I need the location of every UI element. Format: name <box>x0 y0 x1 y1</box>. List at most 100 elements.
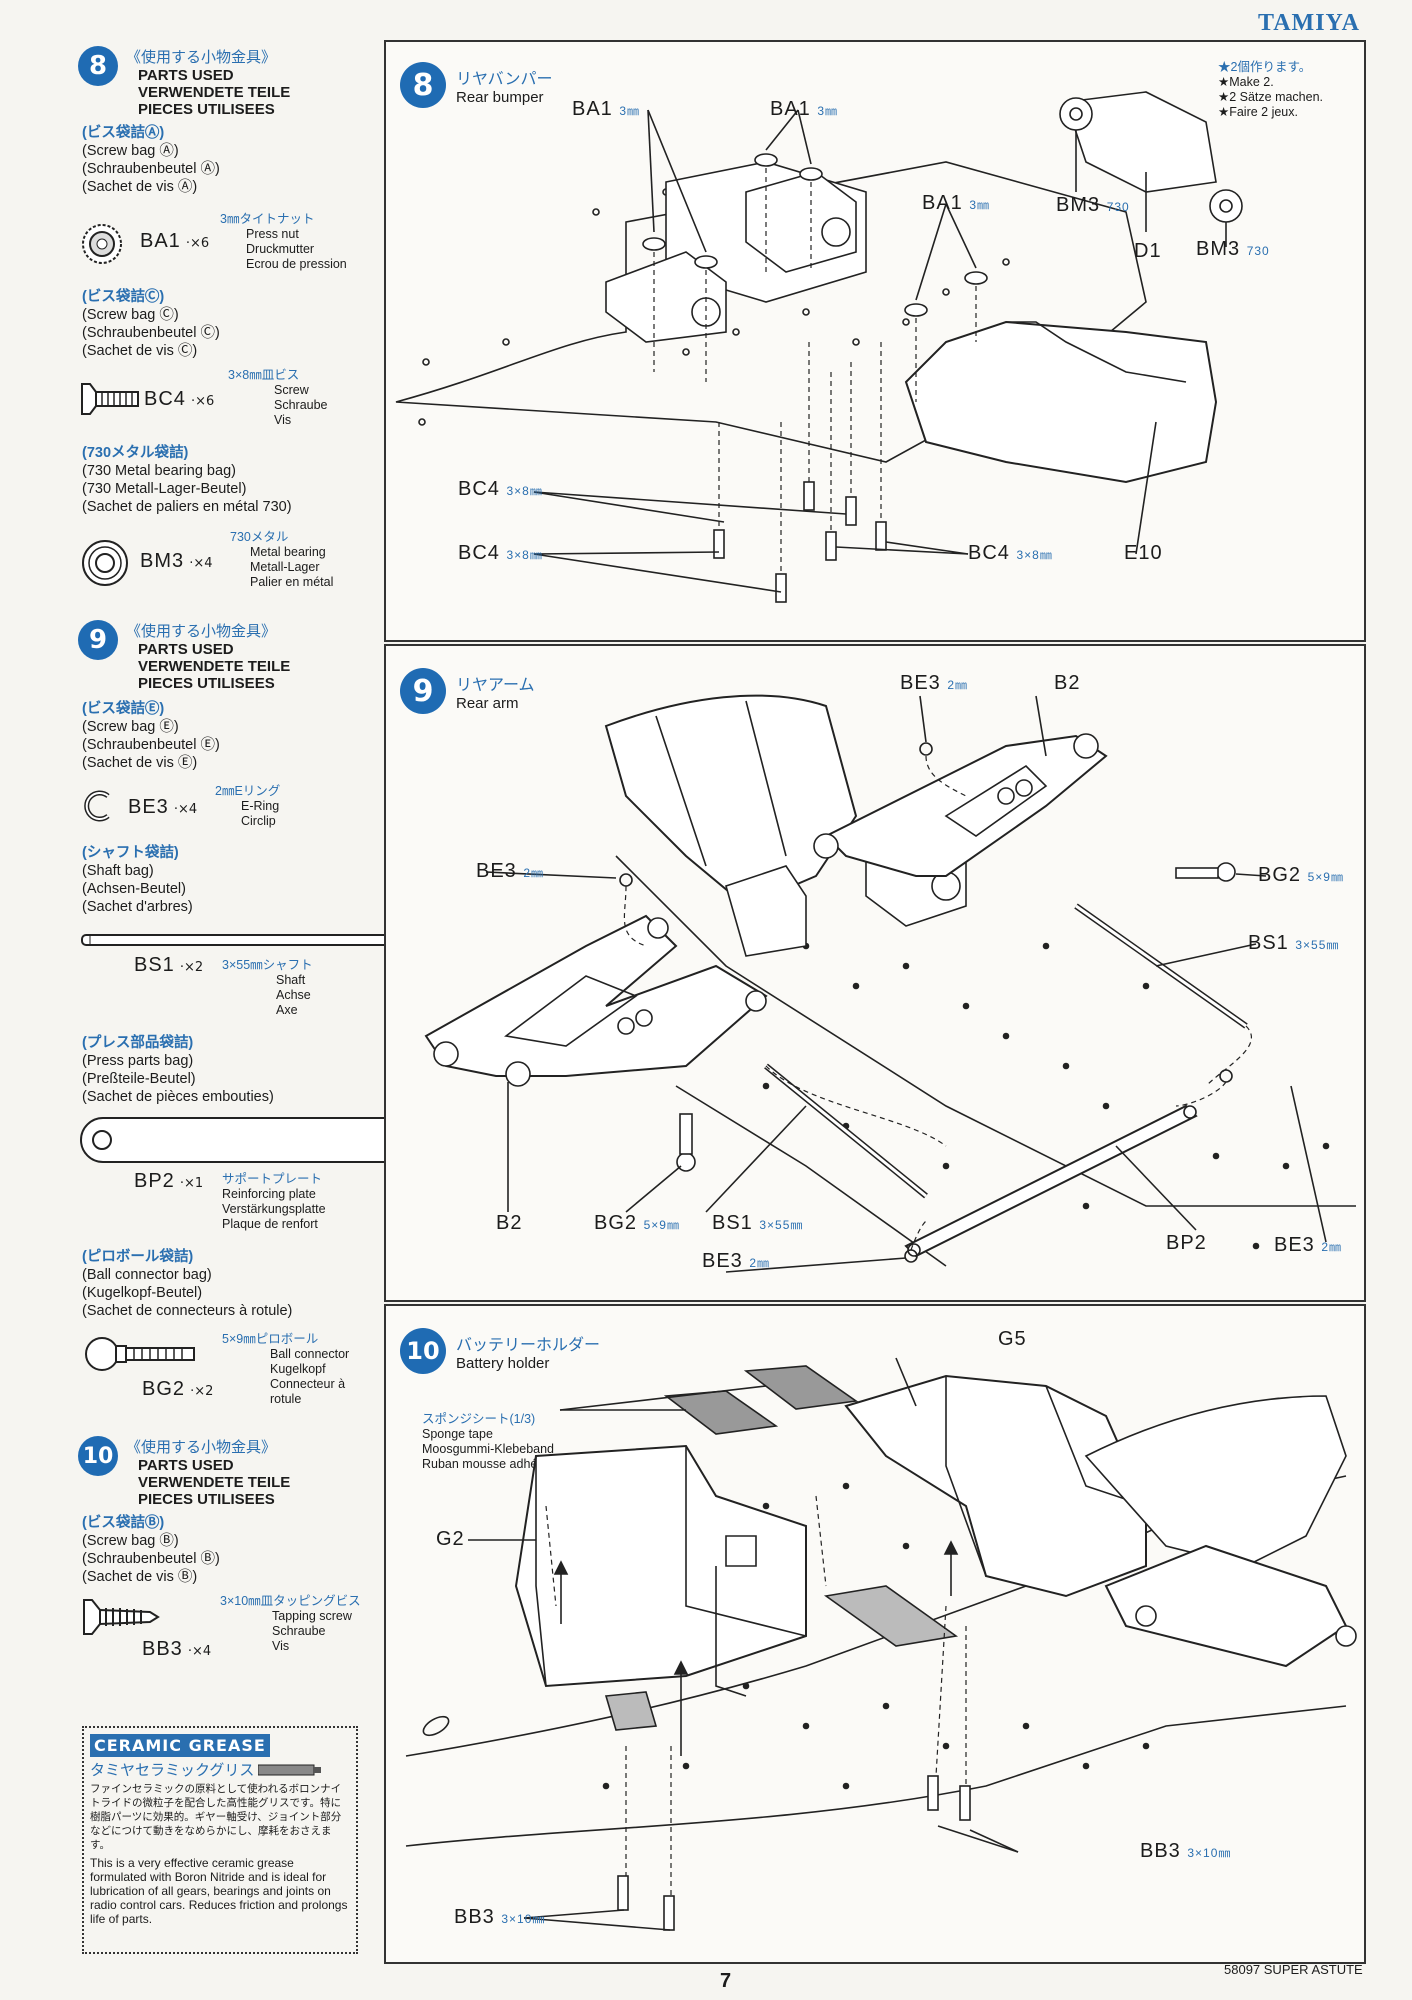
label-be3-d: BE3 2㎜ <box>1274 1234 1342 1257</box>
part-qty: ·×1 <box>179 1176 204 1191</box>
label-size: 2㎜ <box>523 866 545 880</box>
bag-de: (Kugelkopf-Beutel) <box>82 1285 203 1301</box>
bag-title: (プレス部品袋詰) <box>82 1035 194 1051</box>
label-size: 2㎜ <box>749 1256 771 1270</box>
desc-en: Metal bearing <box>250 545 326 559</box>
screw-bag-a: (ビス袋詰Ⓐ) (Screw bag Ⓐ) (Schraubenbeutel Ⓐ… <box>82 124 220 196</box>
title-jp: リヤアーム <box>456 674 535 694</box>
desc-fr: Vis <box>272 1639 290 1653</box>
label-bc4-c: BC4 3×8㎜ <box>968 542 1053 565</box>
parts-used-de: VERWENDETE TEILE <box>138 658 291 675</box>
bag-en: (Shaft bag) <box>82 863 154 879</box>
title-jp: リヤバンパー <box>456 68 553 88</box>
parts-used-fr: PIECES UTILISEES <box>138 675 275 692</box>
part-code: BC4 <box>144 388 186 410</box>
desc-de: Circlip <box>241 814 276 828</box>
label-code: BA1 <box>770 98 811 120</box>
label-bg2-a: BG2 5×9㎜ <box>1258 864 1344 887</box>
desc-jp: 3×8㎜皿ビス <box>228 368 300 382</box>
label-code: BM3 <box>1056 194 1101 216</box>
bag-de: (Achsen-Beutel) <box>82 881 186 897</box>
metal-bearing-bag: (730メタル袋詰) (730 Metal bearing bag) (730 … <box>82 444 292 516</box>
desc-en: Ball connector <box>270 1347 350 1361</box>
sponge-jp: スポンジシート(1/3) <box>422 1412 536 1426</box>
label-code: BE3 <box>900 672 941 694</box>
label-ba1-a: BA1 3㎜ <box>572 98 640 121</box>
step-8-panel: 8 リヤバンパー Rear bumper ★2個作ります。 ★Make 2. ★… <box>384 40 1366 642</box>
step-9-panel: 9 リヤアーム Rear arm <box>384 644 1366 1302</box>
label-code: BC4 <box>458 542 500 564</box>
footer-model: 58097 SUPER ASTUTE <box>1224 1962 1363 1977</box>
grease-en-body: This is a very effective ceramic grease … <box>90 1856 348 1926</box>
bag-en: (Ball connector bag) <box>82 1267 212 1283</box>
desc-de: Schraube <box>274 398 328 412</box>
press-parts-bag: (プレス部品袋詰) (Press parts bag) (Preßteile-B… <box>82 1034 274 1106</box>
part-qty: ·×2 <box>179 960 204 975</box>
label-size: 2㎜ <box>1321 1240 1343 1254</box>
bag-en: (Screw bag Ⓑ) <box>82 1533 179 1549</box>
note-jp: ★2個作ります。 <box>1218 60 1312 74</box>
part-code: BB3 <box>142 1638 183 1660</box>
label-size: 3㎜ <box>969 198 991 212</box>
bag-en: (Screw bag Ⓒ) <box>82 307 179 323</box>
desc-en: Reinforcing plate <box>222 1187 316 1201</box>
panel-title: 9 リヤアーム Rear arm <box>400 668 535 714</box>
part-bs1-desc: 3×55㎜シャフト Shaft Achse Axe <box>222 958 313 1018</box>
label-bp2: BP2 <box>1166 1232 1207 1254</box>
parts-used-jp: 《使用する小物金具》 <box>126 48 277 66</box>
part-code: BA1 <box>140 230 181 252</box>
label-size: 730 <box>1246 244 1270 258</box>
bag-title: (730メタル袋詰) <box>82 445 189 461</box>
part-bc4-desc: 3×8㎜皿ビス Screw Schraube Vis <box>228 368 328 428</box>
desc-fr: Plaque de renfort <box>222 1217 318 1231</box>
step-number-badge: 10 <box>78 1436 118 1476</box>
part-bg2: BG2 ·×2 <box>142 1378 213 1401</box>
label-size: 5×9㎜ <box>1307 870 1344 884</box>
label-size: 2㎜ <box>947 678 969 692</box>
panel-title: 10 バッテリーホルダー Battery holder <box>400 1328 600 1374</box>
label-code: BG2 <box>1258 864 1302 886</box>
sponge-fr: Ruban mousse adhésif <box>422 1457 550 1471</box>
bag-fr: (Sachet de vis Ⓐ) <box>82 179 198 195</box>
label-bs1-b: BS1 3×55㎜ <box>712 1212 803 1235</box>
bag-de: (Schraubenbeutel Ⓐ) <box>82 161 220 177</box>
bag-fr: (Sachet de vis Ⓒ) <box>82 343 198 359</box>
label-g5: G5 <box>998 1328 1027 1350</box>
part-be3: BE3 ·×4 <box>128 796 197 819</box>
part-code: BP2 <box>134 1170 175 1192</box>
label-size: 3×8㎜ <box>506 548 543 562</box>
label-code: BM3 <box>1196 238 1241 260</box>
desc-jp: 3㎜タイトナット <box>220 212 315 226</box>
part-bc4: BC4 ·×6 <box>144 388 214 411</box>
title-en: Rear bumper <box>456 88 544 106</box>
desc-de: Metall-Lager <box>250 560 320 574</box>
label-code: BA1 <box>572 98 613 120</box>
part-bb3: BB3 ·×4 <box>142 1638 211 1661</box>
part-bs1: BS1 ·×2 <box>134 954 203 977</box>
desc-en: Tapping screw <box>272 1609 352 1623</box>
parts-used-en: PARTS USED <box>138 641 234 658</box>
grease-jp-title: タミヤセラミックグリス <box>90 1761 255 1779</box>
parts-used-en: PARTS USED <box>138 67 234 84</box>
bag-title: (シャフト袋詰) <box>82 845 179 861</box>
press-nut-icon <box>82 224 122 264</box>
e-ring-icon <box>84 790 110 822</box>
label-bc4-a: BC4 3×8㎜ <box>458 478 543 501</box>
parts-used-jp: 《使用する小物金具》 <box>126 622 277 640</box>
step-number-badge: 10 <box>400 1328 446 1374</box>
desc-de: Schraube <box>272 1624 326 1638</box>
parts-used-header-8: 8 《使用する小物金具》 PARTS USED VERWENDETE TEILE… <box>78 46 290 118</box>
title-en: Rear arm <box>456 694 519 712</box>
bag-title: (ビス袋詰Ⓐ) <box>82 125 165 141</box>
bag-de: (Preßteile-Beutel) <box>82 1071 196 1087</box>
bag-en: (Press parts bag) <box>82 1053 194 1069</box>
label-size: 3×8㎜ <box>506 484 543 498</box>
shaft-bag: (シャフト袋詰) (Shaft bag) (Achsen-Beutel) (Sa… <box>82 844 193 916</box>
label-code: BS1 <box>712 1212 753 1234</box>
step-number-badge: 8 <box>400 62 446 108</box>
label-ba1-c: BA1 3㎜ <box>922 192 990 215</box>
title-jp: バッテリーホルダー <box>456 1334 601 1354</box>
desc-jp: 3×55㎜シャフト <box>222 958 313 972</box>
note-en: ★Make 2. <box>1218 75 1274 89</box>
part-code: BM3 <box>140 550 185 572</box>
